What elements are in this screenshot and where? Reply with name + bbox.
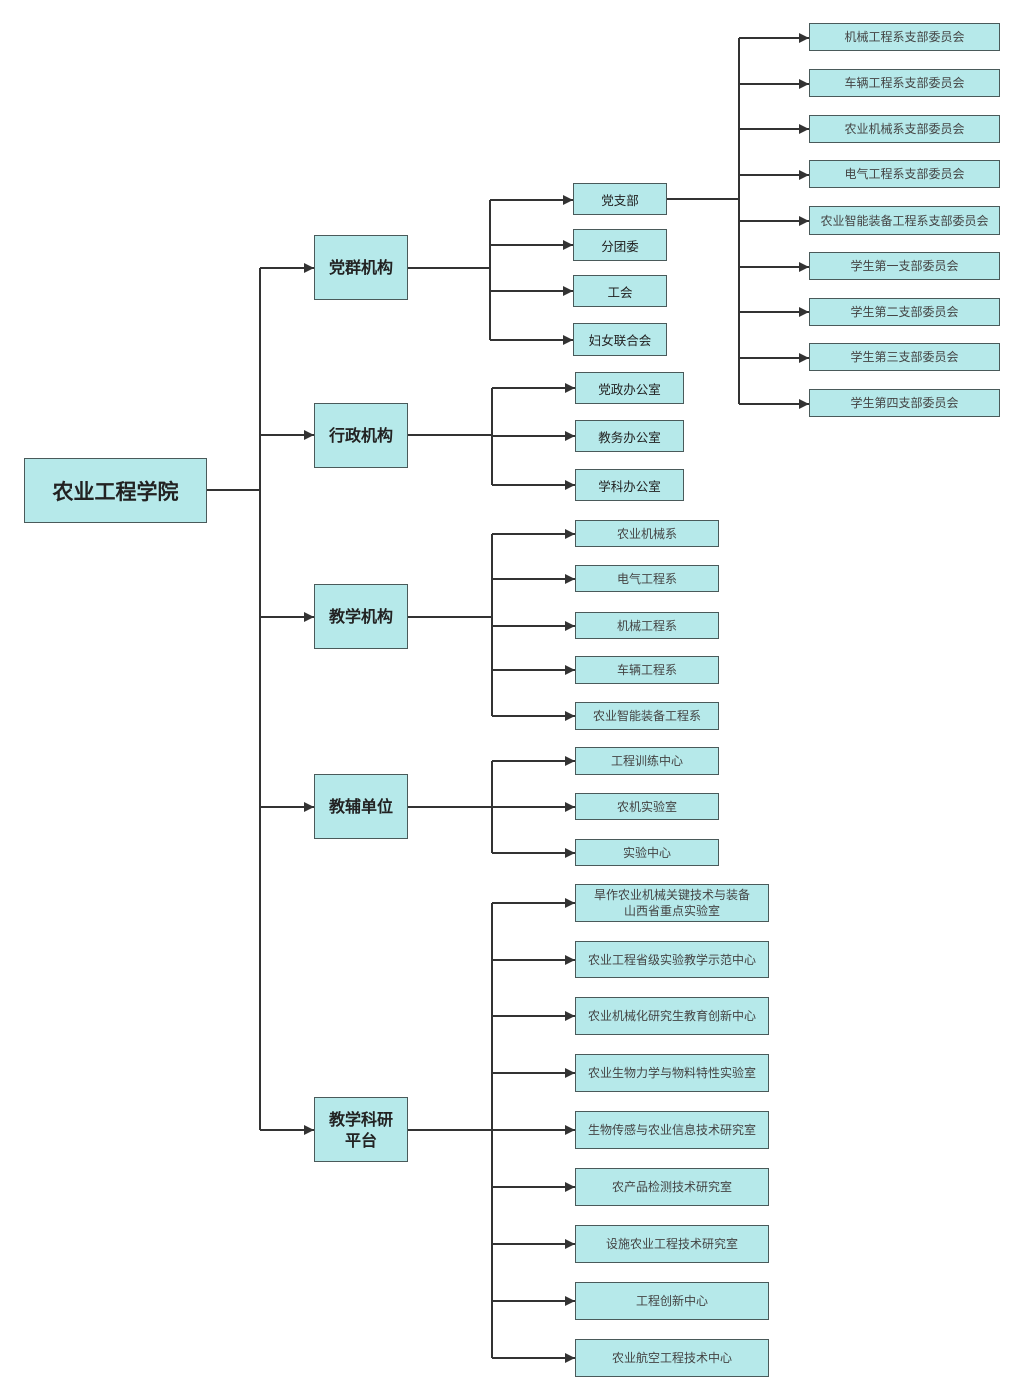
node-branch-committee: 学生第一支部委员会 [809, 252, 1000, 280]
node-department: 电气工程系 [575, 565, 719, 592]
node-branch-committee: 学生第二支部委员会 [809, 298, 1000, 326]
node-research-lab: 工程创新中心 [575, 1282, 769, 1320]
node-teaching-org: 教学机构 [314, 584, 408, 649]
node-womens-federation: 妇女联合会 [573, 323, 667, 356]
node-support-unit: 工程训练中心 [575, 747, 719, 775]
node-support-unit: 实验中心 [575, 839, 719, 866]
node-research-lab: 农产品检测技术研究室 [575, 1168, 769, 1206]
node-youth-league: 分团委 [573, 229, 667, 261]
node-branch-committee: 农业智能装备工程系支部委员会 [809, 206, 1000, 235]
node-labor-union: 工会 [573, 275, 667, 307]
node-branch-committee: 学生第三支部委员会 [809, 343, 1000, 371]
node-discipline-office: 学科办公室 [575, 469, 684, 501]
node-branch-committee: 机械工程系支部委员会 [809, 23, 1000, 51]
node-academic-affairs-office: 教务办公室 [575, 420, 684, 452]
node-admin-org: 行政机构 [314, 403, 408, 468]
node-support-unit: 农机实验室 [575, 793, 719, 820]
node-department: 农业机械系 [575, 520, 719, 547]
node-research-platform: 教学科研 平台 [314, 1097, 408, 1162]
node-branch-committee: 电气工程系支部委员会 [809, 160, 1000, 188]
node-department: 农业智能装备工程系 [575, 702, 719, 730]
node-party-branch: 党支部 [573, 183, 667, 215]
node-branch-committee: 车辆工程系支部委员会 [809, 69, 1000, 97]
node-research-lab: 旱作农业机械关键技术与装备 山西省重点实验室 [575, 884, 769, 922]
node-research-lab: 农业生物力学与物料特性实验室 [575, 1054, 769, 1092]
node-branch-committee: 学生第四支部委员会 [809, 389, 1000, 417]
node-department: 机械工程系 [575, 612, 719, 639]
node-research-lab: 农业航空工程技术中心 [575, 1339, 769, 1377]
node-research-lab: 农业工程省级实验教学示范中心 [575, 941, 769, 978]
node-party-mass-org: 党群机构 [314, 235, 408, 300]
node-branch-committee: 农业机械系支部委员会 [809, 115, 1000, 143]
node-department: 车辆工程系 [575, 656, 719, 684]
node-party-admin-office: 党政办公室 [575, 372, 684, 404]
node-root: 农业工程学院 [24, 458, 207, 523]
node-research-lab: 设施农业工程技术研究室 [575, 1225, 769, 1263]
node-research-lab: 生物传感与农业信息技术研究室 [575, 1111, 769, 1149]
node-research-lab: 农业机械化研究生教育创新中心 [575, 997, 769, 1035]
node-teaching-support: 教辅单位 [314, 774, 408, 839]
